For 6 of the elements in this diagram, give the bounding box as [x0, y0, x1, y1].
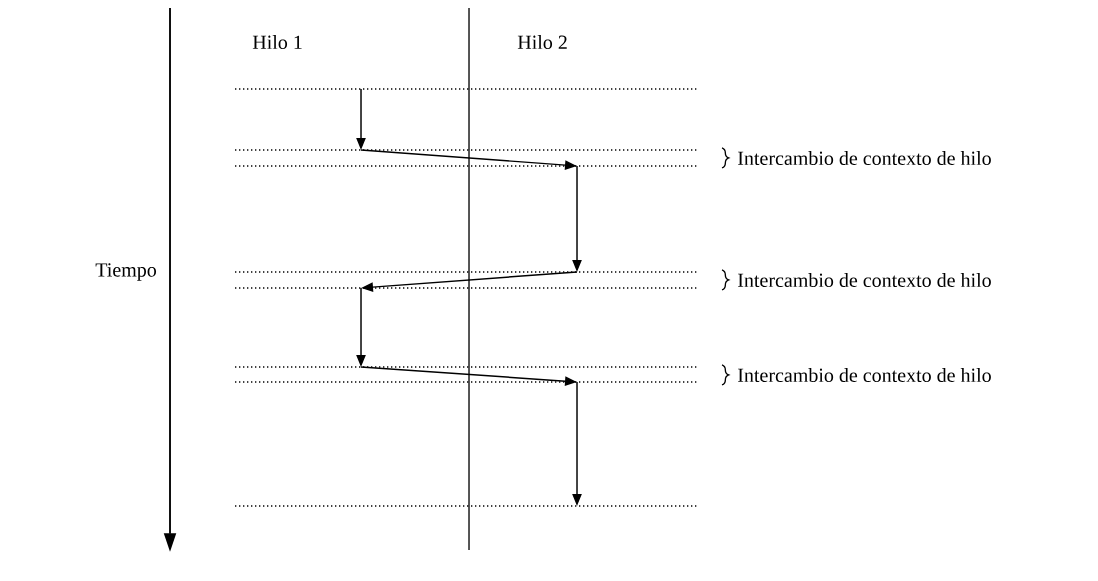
axis-label: Tiempo	[95, 263, 157, 281]
brace-label: Intercambio de contexto de hilo	[738, 367, 991, 382]
column-heading: Hilo 1	[252, 34, 302, 50]
brace-label: Intercambio de contexto de hilo	[738, 150, 991, 165]
column-heading: Hilo 2	[517, 34, 567, 50]
brace-label: Intercambio de contexto de hilo	[738, 272, 991, 287]
